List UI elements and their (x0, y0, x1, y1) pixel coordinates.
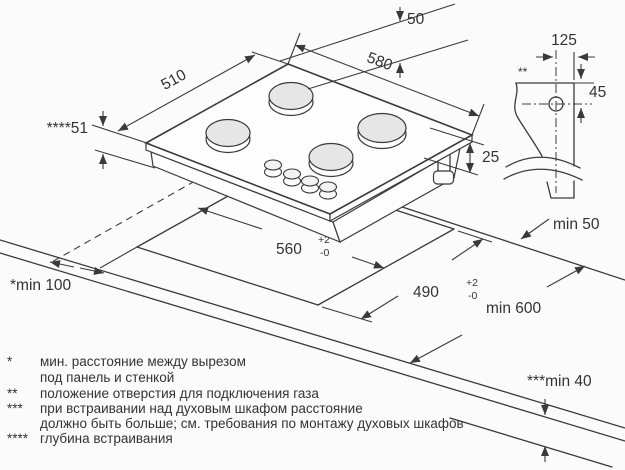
burner-front (308, 142, 354, 178)
dim-25: 25 (423, 127, 499, 176)
dim-490-tol-plus: +2 (466, 277, 478, 289)
dim-50-label: 50 (407, 11, 425, 28)
dim-510-label: 510 (158, 66, 189, 94)
footnote-marker: **** (7, 431, 29, 446)
knob-1 (263, 159, 283, 178)
cutout-left-extension (99, 246, 138, 269)
dim-125: 125 (536, 32, 595, 80)
gas-hole-marker: ** (518, 65, 528, 79)
footnote-text: при встраивании над духовым шкафом расст… (40, 401, 363, 416)
detail-torn-edge (514, 82, 543, 157)
dim-490: 490 +2 -0 (360, 238, 484, 320)
worktop-front-edge-top (0, 239, 625, 429)
footnote-text: должно быть больше; см. требования по мо… (40, 416, 464, 431)
dim-min100-label: *min 100 (10, 277, 72, 294)
dim-min50-label: min 50 (553, 216, 600, 233)
dim-490-label: 490 (413, 284, 439, 301)
dim-25-label: 25 (482, 149, 499, 166)
detail-break-line-1 (505, 156, 581, 169)
dim-45-label: 45 (589, 84, 606, 101)
worktop-front-edge-bottom (0, 252, 625, 442)
gas-connection-detail: 125 ** 45 (503, 32, 606, 199)
footnote-marker: *** (7, 401, 24, 416)
worktop-rear-edge (389, 202, 625, 281)
cutout-rear-extension (457, 230, 493, 243)
dim-min40: ***min 40 (527, 373, 592, 462)
footnote-text: под панель и стенкой (40, 370, 174, 385)
knob-4 (318, 181, 338, 200)
dim-125-label: 125 (551, 32, 577, 49)
cutout-right-edge (317, 228, 455, 306)
dim-45: 45 (574, 64, 606, 123)
burner-left (205, 118, 251, 154)
cutout-front-extension (321, 306, 373, 323)
wall-reference-line (49, 180, 196, 264)
worktop (0, 180, 625, 468)
control-knobs (263, 159, 338, 200)
knob-3 (300, 175, 320, 194)
burner-right (357, 112, 407, 150)
footnotes: * мин. расстояние между вырезом под пане… (7, 354, 464, 446)
cutout-front-edge (136, 246, 319, 306)
gas-hole (548, 96, 564, 112)
dim-min600-label: min 600 (486, 300, 542, 317)
dim-embed-depth-label: ****51 (47, 120, 88, 137)
dim-min40-label: ***min 40 (527, 373, 592, 390)
dim-50: 50 (279, 3, 469, 90)
oven-top-line (449, 417, 613, 468)
dim-min600: min 600 (409, 265, 586, 364)
dim-min50: min 50 (520, 216, 600, 240)
dim-min100: *min 100 (10, 260, 105, 294)
dim-490-tol-minus: -0 (468, 290, 477, 302)
dim-embed-depth-51: ****51 (47, 111, 156, 169)
dim-560-tol-minus: -0 (320, 247, 329, 259)
burner-rear (268, 81, 314, 117)
knob-2 (282, 168, 302, 187)
footnote-marker: ** (7, 386, 18, 401)
detail-break-line-2 (503, 168, 583, 181)
footnote-text: положение отверстия для подключения газа (40, 386, 319, 401)
footnote-text: мин. расстояние между вырезом (40, 354, 246, 369)
footnote-marker: * (7, 354, 13, 369)
footnote-text: глубина встраивания (40, 431, 173, 446)
dim-560-label: 560 (276, 241, 302, 258)
